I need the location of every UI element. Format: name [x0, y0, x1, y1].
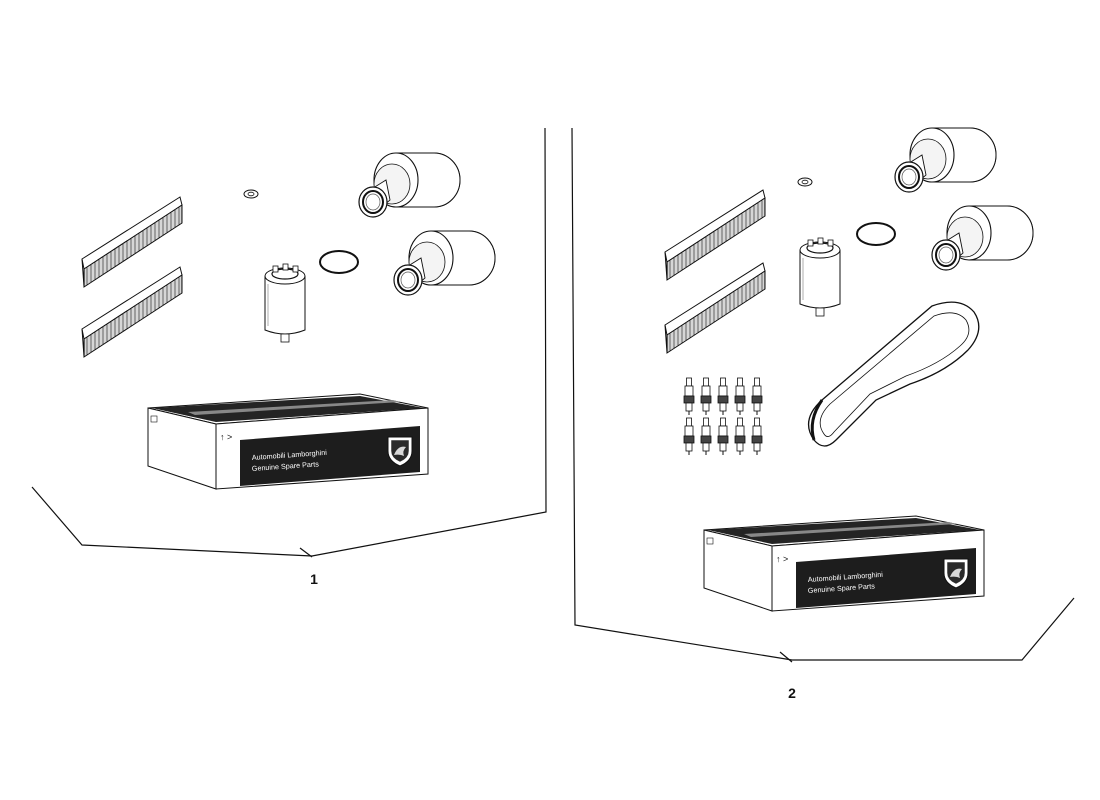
kit-1-air-filter-top	[358, 152, 461, 218]
kit-1-cabin-filter-top	[81, 196, 183, 288]
kit-2-cabin-filter-top	[664, 189, 766, 281]
kit-2-parts-box: Automobili Lamborghini Genuine Spare Par…	[703, 515, 985, 612]
kit-2-spark-plugs	[683, 377, 763, 456]
kit-2-o-ring	[856, 222, 896, 246]
kit-2-bracket	[571, 127, 1075, 663]
spark-plug	[683, 377, 695, 416]
kit-2-air-filter-top	[894, 127, 997, 193]
kit-1: Automobili Lamborghini Genuine Spare Par…	[31, 127, 547, 587]
spark-plug	[717, 417, 729, 456]
kit-1-parts-box: Automobili Lamborghini Genuine Spare Par…	[147, 393, 429, 490]
kit-1-washer	[243, 189, 259, 199]
kit-2-cabin-filter-bottom	[664, 262, 766, 354]
kit-1-oil-filter	[264, 263, 306, 343]
callout-1: 1	[310, 571, 318, 587]
spark-plug	[751, 417, 763, 456]
kit-2-washer	[797, 177, 813, 187]
spark-plug	[734, 377, 746, 416]
spark-plug	[734, 417, 746, 456]
kit-1-air-filter-bottom	[393, 230, 496, 296]
spark-plug	[751, 377, 763, 416]
kit-2-drive-belt	[807, 301, 980, 447]
spark-plug	[717, 377, 729, 416]
kit-1-bracket	[31, 127, 547, 558]
kit-1-o-ring	[319, 250, 359, 274]
kit-2-air-filter-bottom	[931, 205, 1034, 271]
spark-plug	[683, 417, 695, 456]
spark-plug	[700, 377, 712, 416]
callout-2: 2	[788, 685, 796, 701]
kit-2: Automobili Lamborghini Genuine Spare Par…	[571, 127, 1075, 701]
spark-plug	[700, 417, 712, 456]
kit-1-cabin-filter-bottom	[81, 266, 183, 358]
kit-2-oil-filter	[799, 237, 841, 317]
